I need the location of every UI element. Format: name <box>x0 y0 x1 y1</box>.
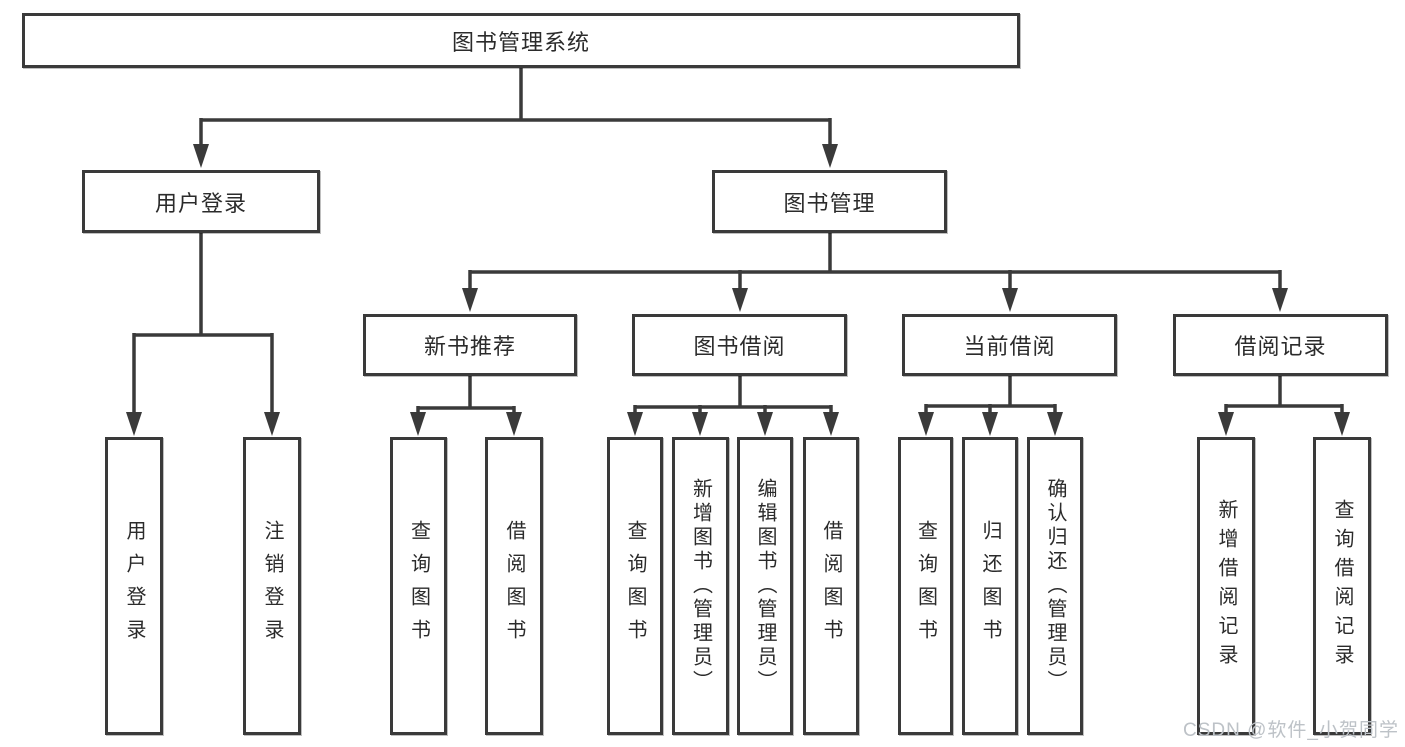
node-label: 查询图书 <box>914 520 937 652</box>
node-book-management: 图书管理 <box>712 170 947 233</box>
leaf-logout: 注销登录 <box>243 437 301 735</box>
node-label: 图书管理系统 <box>451 29 590 55</box>
node-label: 归还图书 <box>979 520 1001 652</box>
node-label: 用户登录 <box>154 190 247 216</box>
node-library-system-root: 图书管理系统 <box>22 13 1020 68</box>
node-label: 借阅图书 <box>503 520 525 652</box>
leaf-query-book-newrec: 查询图书 <box>390 437 447 735</box>
leaf-borrow-book-borrow: 借阅图书 <box>803 437 859 735</box>
leaf-add-borrow-record: 新增借阅记录 <box>1197 437 1255 735</box>
leaf-query-borrow-record: 查询借阅记录 <box>1313 437 1371 735</box>
leaf-return-book: 归还图书 <box>962 437 1018 735</box>
leaf-add-book-admin: 新增图书（管理员） <box>672 437 729 735</box>
node-label: 用户登录 <box>123 520 145 652</box>
node-label: 图书借阅 <box>693 334 786 359</box>
leaf-confirm-return-admin: 确认归还（管理员） <box>1027 437 1083 735</box>
node-label: 新增借阅记录 <box>1215 499 1237 673</box>
node-label: 图书管理 <box>783 190 876 216</box>
node-label: 当前借阅 <box>963 334 1056 359</box>
node-label: 查询图书 <box>407 520 430 652</box>
leaf-edit-book-admin: 编辑图书（管理员） <box>737 437 793 735</box>
csdn-watermark: CSDN @软件_小贺同学 <box>1183 720 1399 741</box>
leaf-query-book-current: 查询图书 <box>898 437 953 735</box>
node-borrow-records: 借阅记录 <box>1173 314 1388 376</box>
node-label: 查询图书 <box>624 520 646 652</box>
leaf-query-book-borrow: 查询图书 <box>607 437 663 735</box>
node-user-login: 用户登录 <box>82 170 320 233</box>
node-label: 借阅图书 <box>820 520 842 652</box>
node-book-borrow: 图书借阅 <box>632 314 847 376</box>
node-label: 新增图书（管理员） <box>689 478 712 694</box>
leaf-user-login: 用户登录 <box>105 437 163 735</box>
node-label: 确认归还（管理员） <box>1044 478 1066 694</box>
node-label: 编辑图书（管理员） <box>754 478 776 694</box>
node-new-book-recommend: 新书推荐 <box>363 314 577 376</box>
node-label: 借阅记录 <box>1234 334 1327 359</box>
node-label: 查询借阅记录 <box>1331 499 1353 673</box>
node-current-borrow: 当前借阅 <box>902 314 1117 376</box>
node-label: 注销登录 <box>261 520 283 652</box>
leaf-borrow-book-newrec: 借阅图书 <box>485 437 543 735</box>
node-label: 新书推荐 <box>423 334 516 359</box>
